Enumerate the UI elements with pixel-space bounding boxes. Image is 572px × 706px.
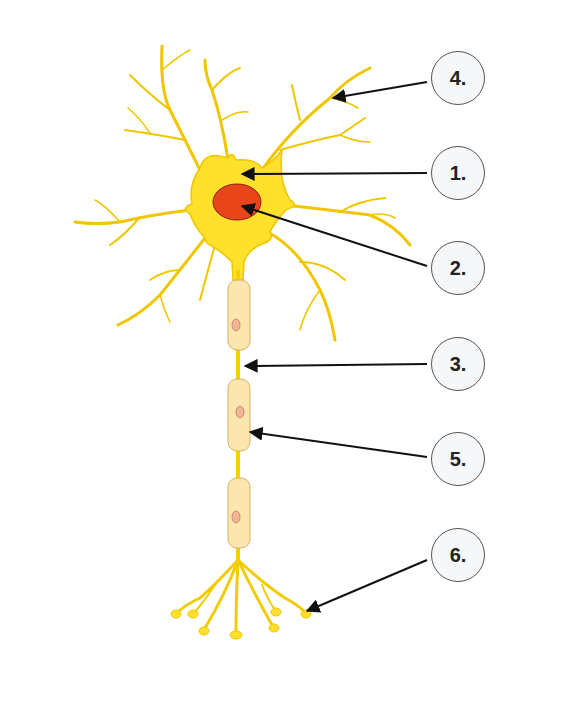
myelin-sheaths [228,280,250,548]
nucleus [213,184,261,220]
cell-body [185,150,294,280]
callout-number: 3. [450,353,467,376]
callout-number: 2. [450,257,467,280]
callout-circle: 6. [431,528,485,582]
callout-number: 5. [450,448,467,471]
callout-number: 1. [450,162,467,185]
synaptic-knobs [171,608,311,639]
callout-number: 4. [450,67,467,90]
callout-circle: 2. [431,241,485,295]
callout-number: 6. [450,544,467,567]
leader-lines [242,82,427,611]
callout-circle: 3. [431,337,485,391]
callout-circle: 5. [431,432,485,486]
callout-circle: 1. [431,146,485,200]
callout-circle: 4. [431,51,485,105]
axon-terminals [178,560,305,632]
